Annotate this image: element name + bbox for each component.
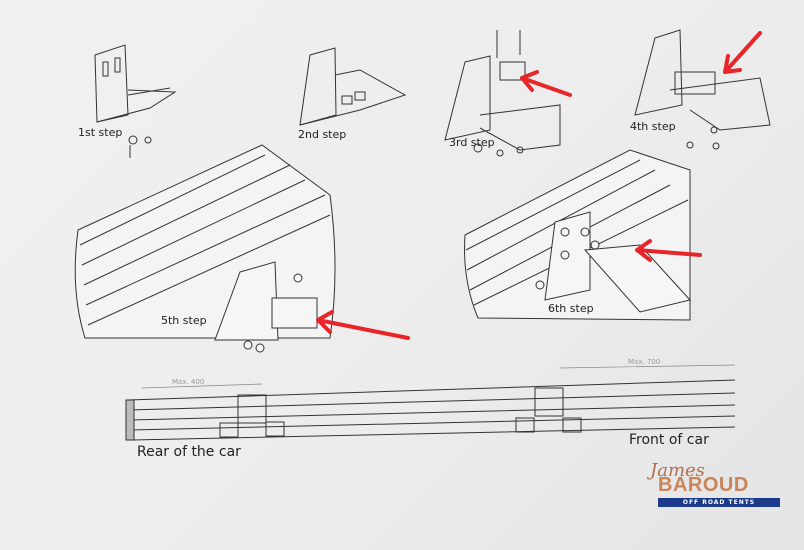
step-label: 5th step [161,314,207,327]
logo-name: BAROUD [658,474,749,496]
arrow-icon [723,31,762,74]
step4-bracket [634,29,771,150]
arrow-icon [635,239,702,262]
step3-bracket [444,30,561,157]
arrow-icon [520,70,572,97]
overview-rails [125,364,736,441]
step5-bracket [214,261,318,353]
logo-script: James [650,460,705,481]
front-label: Front of car [629,432,709,448]
step-label: 6th step [548,302,594,315]
step1-bracket [94,44,177,158]
step-label: 4th step [630,120,676,133]
logo-tagline: OFF ROAD TENTS [658,498,780,507]
james-baroud-logo: James BAROUD OFF ROAD TENTS [628,460,788,520]
rear-label: Rear of the car [137,444,241,460]
red-arrows [316,31,762,340]
step-label: 1st step [78,126,123,139]
max-front-dimension: Max. 700 [628,358,661,366]
step-label: 2nd step [298,128,347,141]
step2-bracket [299,47,407,126]
step-label: 3rd step [449,136,495,149]
step6-bracket [535,211,691,313]
max-rear-dimension: Max. 400 [172,378,205,386]
arrow-icon [316,310,410,340]
